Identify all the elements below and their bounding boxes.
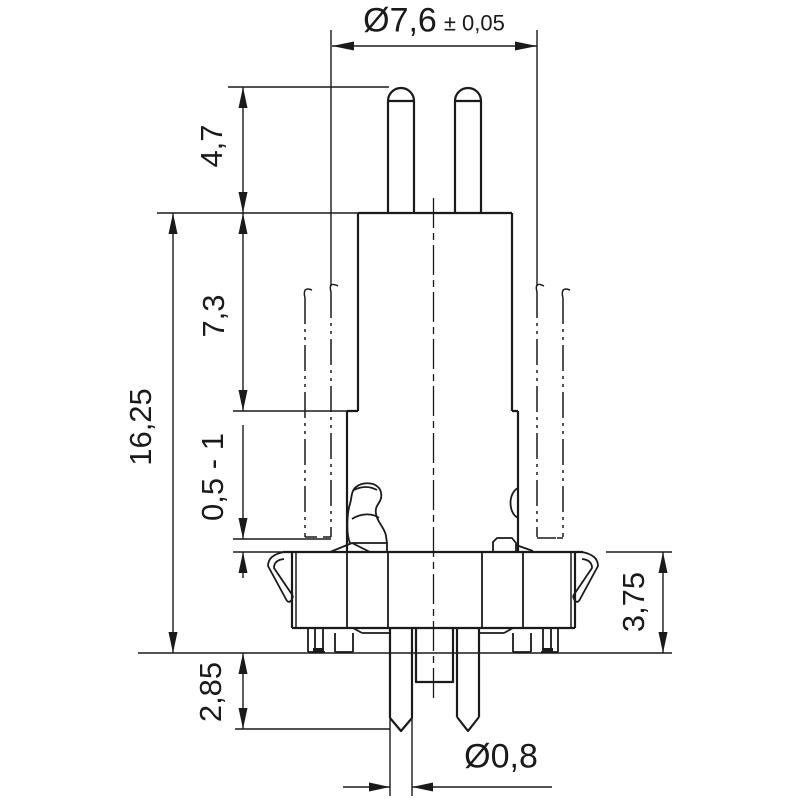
dim-label-lead-diameter: Ø0,8 — [464, 737, 538, 776]
ext-line-lead-sides — [389, 718, 413, 796]
contact-pin-left — [386, 86, 416, 213]
dim-label-top-diameter: Ø7,6 ± 0,05 — [363, 2, 505, 41]
phantom-break-hooks — [303, 283, 571, 299]
dim-top-diameter-value: Ø7,6 — [363, 1, 437, 40]
contact-pin-right — [453, 86, 483, 213]
dim-label-flange-height: 3,75 — [616, 571, 651, 633]
part-outline — [267, 86, 599, 733]
dim-label-overall-height: 16,25 — [123, 388, 158, 466]
spring-contact-right-block — [492, 537, 534, 552]
flange-segments — [346, 552, 524, 628]
dim-label-clearance-range: 0,5 - 1 — [195, 433, 230, 521]
dim-top-diameter-tolerance: ± 0,05 — [443, 10, 505, 35]
ext-line-top-diameter — [330, 30, 538, 286]
spring-contact-left — [346, 482, 388, 544]
lead-left — [388, 628, 414, 733]
mount-wing-right — [572, 551, 599, 603]
dim-label-pin-length: 4,7 — [194, 124, 229, 168]
upper-body — [356, 211, 514, 411]
dimension-arrowheads — [168, 41, 668, 792]
phantom-end-ticks — [305, 536, 563, 539]
lower-body — [345, 411, 520, 552]
spring-contact-left-foot — [329, 542, 388, 553]
mount-wing-left — [267, 551, 294, 603]
foot-left-pad — [313, 648, 324, 653]
lead-right — [455, 628, 481, 733]
flange-inner-walls — [295, 552, 572, 628]
dim-label-upper-body-height: 7,3 — [196, 294, 231, 338]
flange-body — [290, 552, 577, 630]
spring-contacts — [329, 482, 534, 553]
right-contact-bump — [509, 487, 519, 519]
dim-label-lead-protrusion: 2,85 — [193, 661, 228, 723]
foot-right-pad — [542, 648, 553, 653]
center-post — [414, 628, 455, 684]
